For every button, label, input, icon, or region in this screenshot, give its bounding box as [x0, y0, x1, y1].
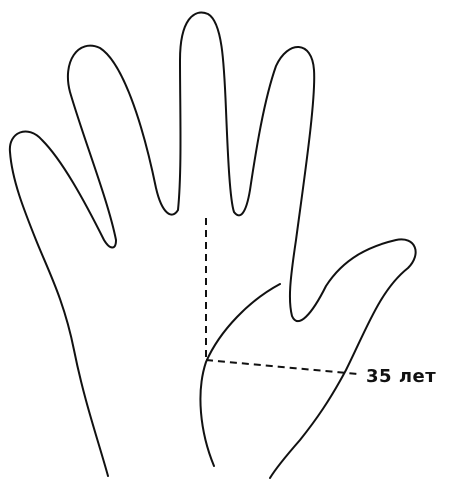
- life-line: [200, 284, 280, 466]
- age-label: 35 лет: [366, 366, 436, 387]
- hand-outline: [10, 13, 416, 478]
- horizontal-dashed-guide: [206, 360, 358, 374]
